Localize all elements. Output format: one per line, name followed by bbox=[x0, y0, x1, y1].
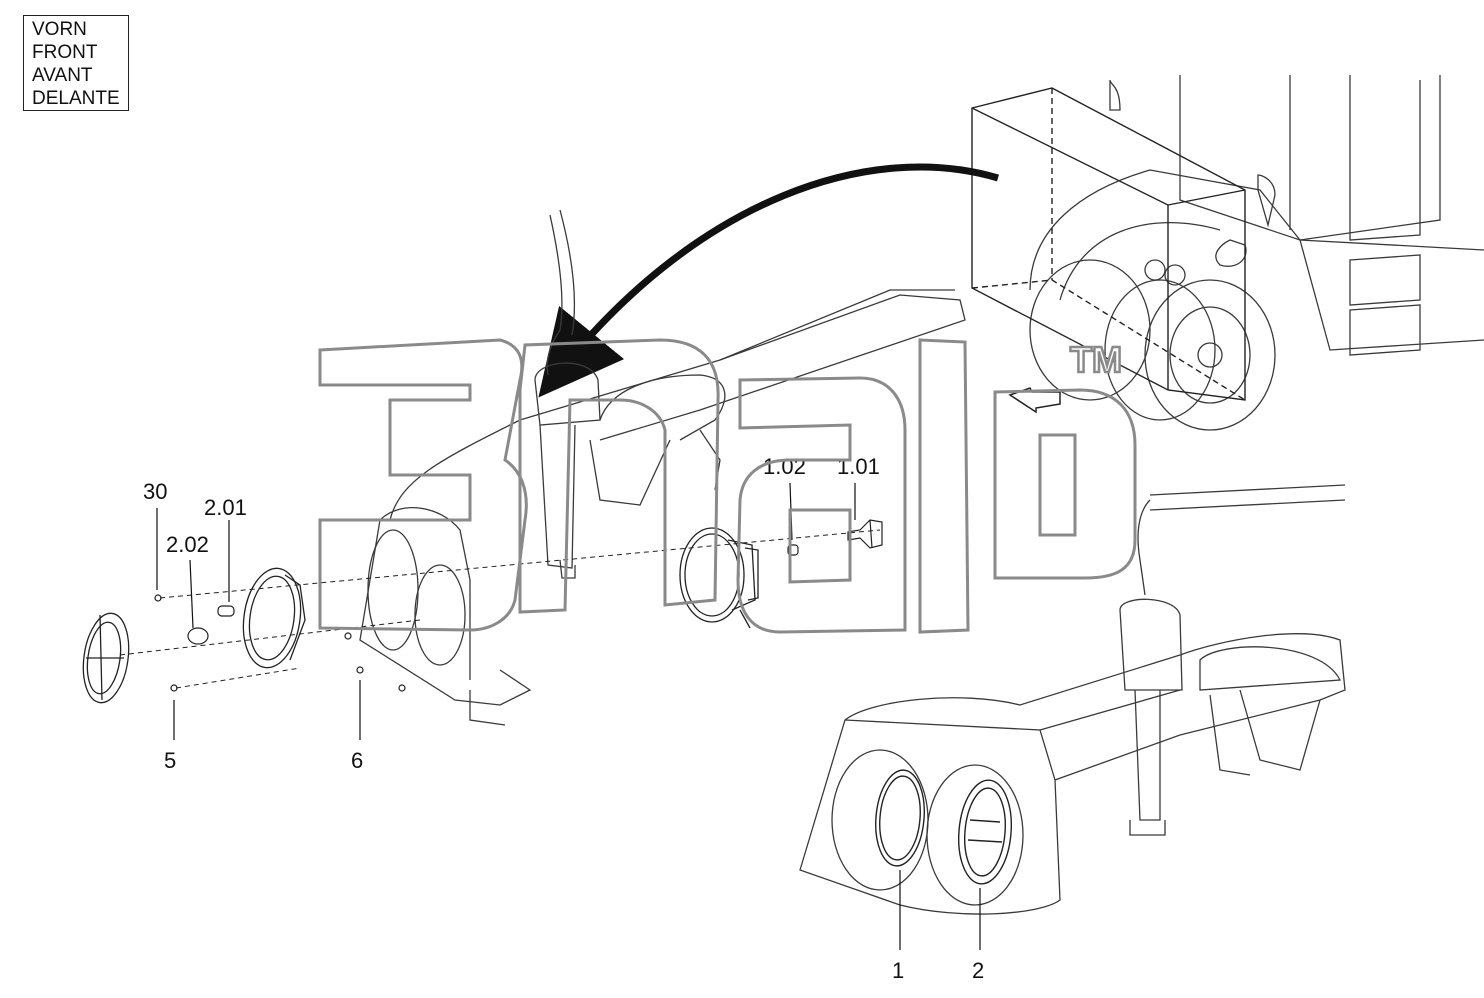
vehicle-overview-inset bbox=[1029, 75, 1484, 431]
side-light-housing-part bbox=[242, 567, 306, 669]
bulb-202-part bbox=[187, 627, 209, 645]
callout-5: 5 bbox=[164, 748, 176, 773]
callout-1-02: 1.02 bbox=[763, 454, 806, 479]
bulb-101-part bbox=[847, 519, 883, 549]
watermark-tm: TM bbox=[1070, 339, 1122, 380]
callout-1-01: 1.01 bbox=[837, 454, 880, 479]
front-direction-arrow-icon bbox=[1008, 387, 1061, 414]
watermark-logo bbox=[318, 338, 1137, 634]
detail-reference-arrow-icon bbox=[538, 163, 999, 398]
installed-headlight-1 bbox=[875, 769, 925, 867]
assembled-fender-view bbox=[799, 484, 1346, 915]
callout-6: 6 bbox=[351, 748, 363, 773]
fender-assembly bbox=[359, 209, 966, 726]
callout-2: 2 bbox=[972, 958, 984, 983]
front-direction-box: VORN FRONT AVANT DELANTE bbox=[23, 15, 129, 111]
side-light-lens-part bbox=[82, 612, 130, 704]
callout-2-01: 2.01 bbox=[204, 495, 247, 520]
callout-2-02: 2.02 bbox=[166, 532, 209, 557]
callout-1: 1 bbox=[892, 958, 904, 983]
direction-label-vorn: VORN bbox=[32, 19, 87, 40]
leader-lines bbox=[156, 482, 981, 950]
direction-label-delante: DELANTE bbox=[32, 88, 120, 109]
bulb-102-part bbox=[787, 544, 799, 556]
detail-highlight-box bbox=[971, 87, 1246, 401]
installed-headlight-2 bbox=[958, 779, 1012, 885]
bulb-201-part bbox=[217, 605, 235, 617]
direction-label-front: FRONT bbox=[32, 42, 98, 63]
direction-label-avant: AVANT bbox=[32, 65, 93, 86]
callout-30: 30 bbox=[143, 479, 167, 504]
